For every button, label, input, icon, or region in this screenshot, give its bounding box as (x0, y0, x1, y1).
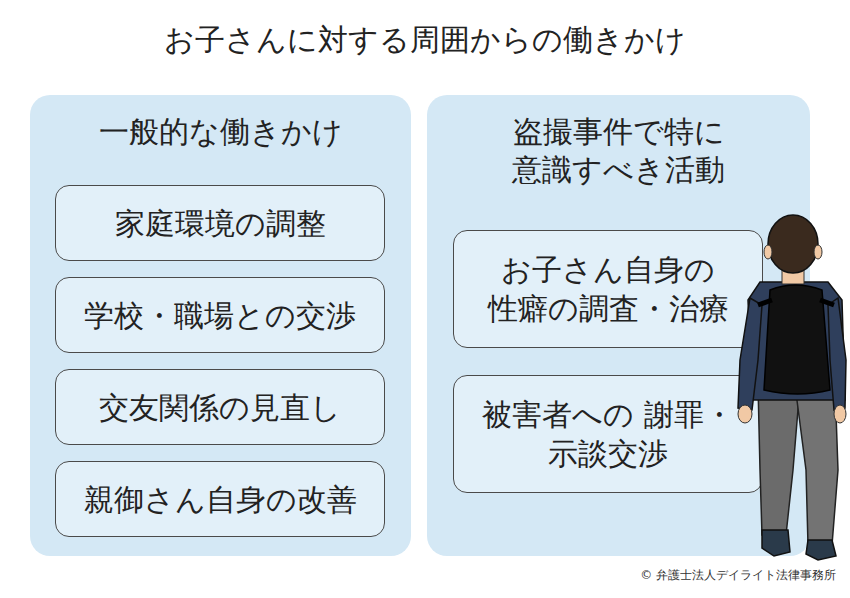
action-box: 親御さん自身の改善 (55, 461, 385, 537)
box-label: 被害者への 謝罪・示談交渉 (464, 395, 752, 473)
action-box: お子さん自身の 性癖の調査・治療 (453, 230, 763, 348)
action-box: 家庭環境の調整 (55, 185, 385, 261)
panel-heading: 盗撮事件で特に 意識すべき活動 (437, 113, 800, 189)
action-box: 学校・職場との交渉 (55, 277, 385, 353)
action-box: 交友関係の見直し (55, 369, 385, 445)
action-box: 被害者への 謝罪・示談交渉 (453, 375, 763, 493)
box-label: 学校・職場との交渉 (84, 296, 356, 335)
diagram-title: お子さんに対する周囲からの働きかけ (0, 22, 850, 58)
box-label: 親御さん自身の改善 (84, 480, 357, 519)
box-label: 家庭環境の調整 (115, 204, 326, 243)
box-label: お子さん自身の 性癖の調査・治療 (464, 250, 752, 328)
copyright-note: © 弁護士法人デイライト法律事務所 (640, 567, 836, 584)
category-panel: 一般的な働きかけ家庭環境の調整学校・職場との交渉交友関係の見直し親御さん自身の改… (30, 95, 411, 556)
box-label: 交友関係の見直し (99, 388, 341, 427)
panel-heading: 一般的な働きかけ (40, 113, 401, 151)
